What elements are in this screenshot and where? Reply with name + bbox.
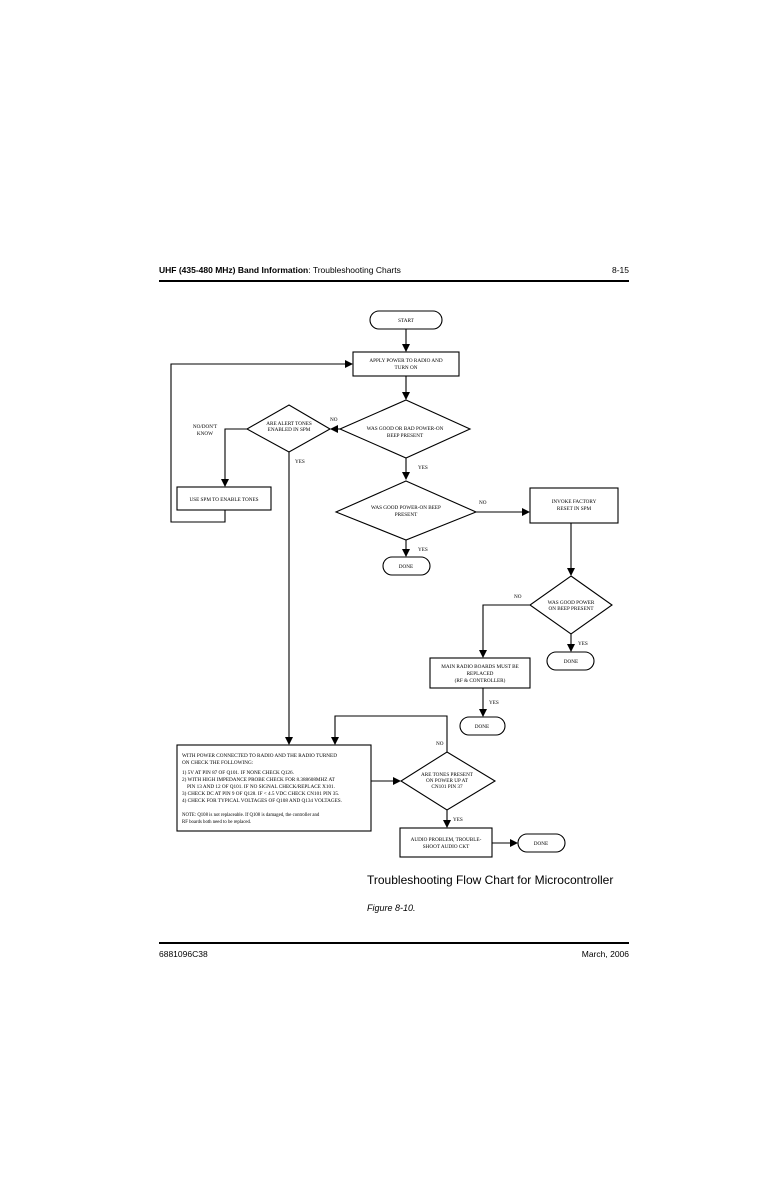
d4-line-1: ARE TONES PRESENT — [421, 772, 474, 778]
check-item-1: 1) 5V AT PIN 87 OF Q101. IF NONE CHECK Q… — [182, 769, 294, 776]
d1-line-1: WAS GOOD OR BAD POWER-ON — [367, 426, 444, 432]
main-yes-label: YES — [489, 700, 499, 706]
invoke-line-1: INVOKE FACTORY — [552, 499, 597, 505]
d4-line-3: CN101 PIN 37 — [431, 784, 463, 790]
d3-yes-label: YES — [578, 641, 588, 647]
done-terminal-2 — [546, 651, 595, 671]
header-rule — [159, 280, 629, 282]
d1-no-label: NO — [330, 417, 338, 423]
use-spm-label: USE SPM TO ENABLE TONES — [189, 497, 258, 503]
no-dont-know-line-2: KNOW — [197, 431, 213, 437]
decision-alert-tones — [245, 404, 332, 453]
d1-yes-label: YES — [418, 465, 428, 471]
connector-loop-back — [170, 360, 353, 523]
decision-good-beep — [334, 480, 478, 541]
check-intro-2: ON CHECK THE FOLLOWING: — [182, 760, 254, 766]
done-terminal-4 — [517, 833, 566, 853]
apply-power-line-1: APPLY POWER TO RADIO AND — [369, 358, 442, 364]
done-2-label: DONE — [564, 659, 578, 665]
connector-d3-no — [479, 604, 530, 658]
d3-line-2: ON BEEP PRESENT — [548, 606, 594, 612]
done-terminal-1 — [382, 556, 431, 576]
check-item-2: 2) WITH HIGH IMPEDANCE PROBE CHECK FOR 8… — [182, 776, 336, 783]
no-dont-know-line-1: NO/DON'T — [193, 424, 218, 430]
main-line-2: REPLACED — [467, 671, 494, 677]
main-line-3: (RF & CONTROLLER) — [455, 677, 506, 684]
audio-line-2: SHOOT AUDIO CKT — [423, 844, 470, 850]
check-note-2: RF boards both need to be replaced. — [182, 820, 251, 825]
audio-problem-box — [399, 827, 493, 858]
figure-label: Figure 8-10. — [367, 903, 416, 913]
header-title-rest: : Troubleshooting Charts — [308, 265, 401, 275]
invoke-reset-box — [529, 487, 619, 524]
d2-no-label: NO — [479, 500, 487, 506]
decision-tones-present — [399, 751, 497, 811]
check-note-1: NOTE: Q108 is not replaceable. If Q108 i… — [182, 813, 320, 818]
footer-date: March, 2006 — [581, 949, 629, 959]
audio-line-1: AUDIO PROBLEM, TROUBLE- — [411, 837, 482, 843]
d3-line-1: WAS GOOD POWER — [548, 600, 595, 606]
main-line-1: MAIN RADIO BOARDS MUST BE — [441, 664, 518, 670]
start-terminal — [369, 310, 443, 330]
check-item-2b: PIN 13 AND 12 OF Q101. IF NO SIGNAL CHEC… — [187, 784, 335, 790]
apply-power-line-2: TURN ON — [395, 365, 418, 371]
d4-no-label: NO — [436, 741, 444, 747]
done-4-label: DONE — [534, 841, 548, 847]
d3-no-label: NO — [514, 594, 522, 600]
footer-doc-number: 6881096C38 — [159, 949, 208, 959]
decision-good-power — [529, 575, 613, 635]
decision-good-or-bad-beep — [338, 399, 472, 459]
d1-line-2: BEEP PRESENT — [387, 433, 424, 439]
connector-alert-no — [221, 428, 247, 487]
d2-line-2: PRESENT — [395, 512, 418, 518]
alert-line-2: ENABLED IN SPM — [268, 427, 311, 433]
check-item-3: 3) CHECK DC AT PIN 9 OF Q128. IF < 4.5 V… — [182, 790, 339, 797]
figure-caption: Troubleshooting Flow Chart for Microcont… — [367, 873, 614, 887]
start-label: START — [398, 318, 415, 324]
d4-yes-label: YES — [453, 817, 463, 823]
use-spm-box — [176, 486, 272, 511]
done-terminal-3 — [459, 716, 506, 736]
apply-power-box — [352, 351, 460, 377]
header-title-bold: UHF (435-480 MHz) Band Information — [159, 265, 309, 275]
check-item-4: 4) CHECK FOR TYPICAL VOLTAGES OF Q108 AN… — [182, 797, 342, 804]
footer-rule — [159, 942, 629, 944]
connector-d4-no — [331, 715, 448, 752]
alert-line-1: ARE ALERT TONES — [266, 421, 312, 427]
page-header-title: UHF (435-480 MHz) Band Information: Trou… — [159, 265, 401, 275]
main-boards-box — [429, 657, 531, 689]
alert-yes-label: YES — [295, 459, 305, 465]
check-list-box — [176, 744, 372, 832]
d4-line-2: ON POWER UP AT — [426, 778, 469, 784]
d2-yes-label: YES — [418, 547, 428, 553]
check-intro-1: WITH POWER CONNECTED TO RADIO AND THE RA… — [182, 753, 337, 759]
done-3-label: DONE — [475, 724, 489, 730]
invoke-line-2: RESET IN SPM — [557, 506, 592, 512]
page-number: 8-15 — [611, 265, 629, 275]
d2-line-1: WAS GOOD POWER-ON BEEP — [371, 505, 441, 511]
done-1-label: DONE — [399, 564, 413, 570]
